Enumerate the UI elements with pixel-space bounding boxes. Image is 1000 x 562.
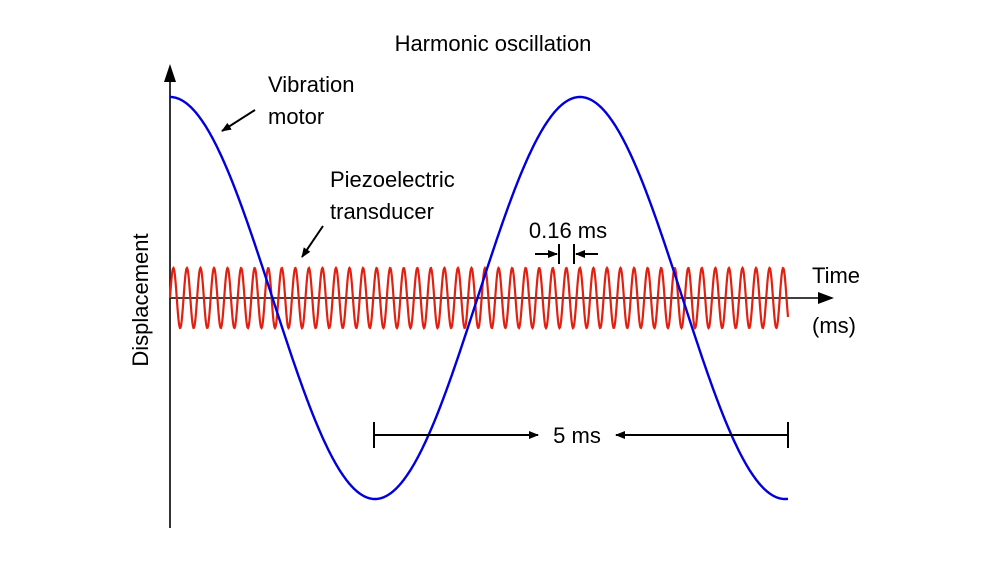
vibration-motor-pointer-arrow xyxy=(221,109,256,132)
y-axis-arrowhead xyxy=(164,64,176,82)
vibration-motor-label-line1: Vibration xyxy=(268,72,354,97)
vibration-motor-label-line2: motor xyxy=(268,104,324,129)
diagram-title: Harmonic oscillation xyxy=(395,31,592,56)
piezo-pointer-arrow xyxy=(301,225,324,258)
x-axis-arrowhead xyxy=(818,292,834,304)
piezo-label-line1: Piezoelectric xyxy=(330,167,455,192)
x-axis-label-time: Time xyxy=(812,263,860,288)
vibration-motor-wave xyxy=(170,95,789,501)
piezo-period-label: 0.16 ms xyxy=(529,218,607,243)
piezoelectric-wave xyxy=(168,265,790,331)
x-axis-label-unit: (ms) xyxy=(812,313,856,338)
y-axis-label: Displacement xyxy=(128,233,153,366)
motor-period-label: 5 ms xyxy=(553,423,601,448)
piezo-label-line2: transducer xyxy=(330,199,434,224)
